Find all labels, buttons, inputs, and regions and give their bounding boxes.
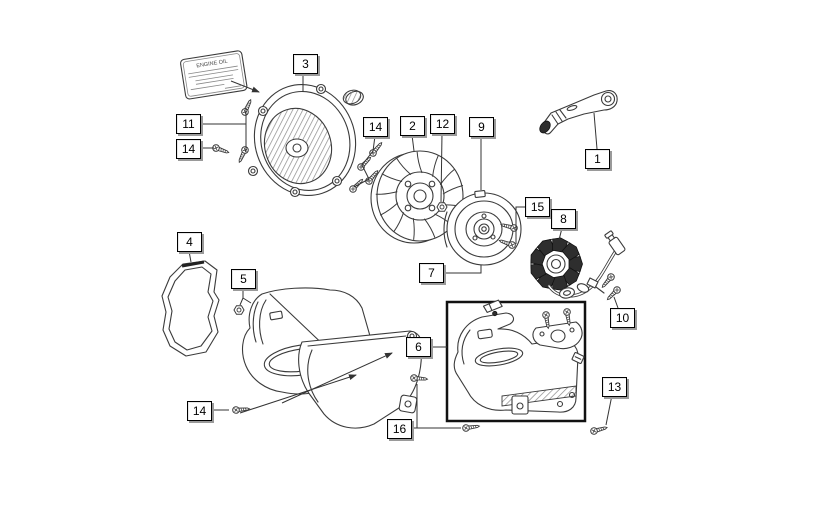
engine-oil-label-title: ENGINE OIL	[196, 59, 228, 70]
duct-clamp	[482, 299, 503, 317]
callout-9[interactable]: 9	[469, 117, 494, 137]
callout-15[interactable]: 15	[525, 197, 550, 217]
callout-12[interactable]: 12	[430, 114, 455, 134]
callout-14[interactable]: 14	[187, 401, 212, 421]
bracket-part	[539, 90, 618, 135]
callout-13[interactable]: 13	[602, 377, 627, 397]
assembly-arrow-1	[239, 374, 357, 414]
duct-plate	[532, 321, 583, 350]
callout-4[interactable]: 4	[177, 232, 202, 252]
callout-11[interactable]: 11	[176, 114, 201, 134]
fan-cover-part	[247, 83, 364, 198]
assembly-arrow-2	[281, 352, 393, 404]
label-pointer-arrow	[230, 80, 260, 93]
callout-5[interactable]: 5	[231, 269, 256, 289]
air-duct-part	[453, 299, 585, 415]
cover-mount-tabs	[247, 83, 343, 198]
gasket-part	[161, 260, 220, 357]
callout-14[interactable]: 14	[363, 117, 388, 137]
wire-connector	[604, 230, 626, 256]
flywheel-rotor-part	[443, 190, 522, 266]
callout-14[interactable]: 14	[176, 139, 201, 159]
callout-10[interactable]: 10	[610, 308, 635, 328]
engine-oil-label: ENGINE OIL	[180, 50, 248, 100]
duct-wedge	[571, 352, 585, 364]
callout-16[interactable]: 16	[387, 419, 412, 439]
callout-3[interactable]: 3	[293, 54, 318, 74]
callout-6[interactable]: 6	[406, 337, 431, 357]
cover-cap	[342, 89, 364, 106]
callout-1[interactable]: 1	[585, 149, 610, 169]
leader-lines	[188, 74, 619, 429]
stator-part	[528, 236, 583, 292]
callout-7[interactable]: 7	[419, 263, 444, 283]
callout-2[interactable]: 2	[400, 116, 425, 136]
wire-clamp	[586, 277, 605, 294]
wiring-harness	[547, 230, 626, 299]
group-box-6	[445, 300, 587, 423]
callout-8[interactable]: 8	[551, 209, 576, 229]
